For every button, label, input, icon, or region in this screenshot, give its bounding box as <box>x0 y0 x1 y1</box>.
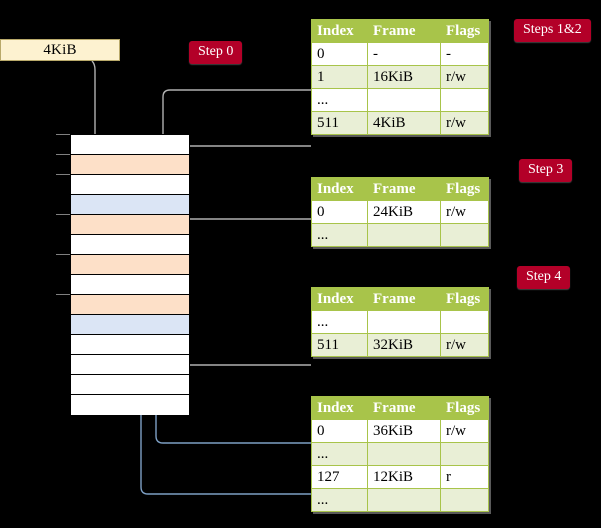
cell-index: 0 <box>311 419 368 443</box>
cell-frame <box>367 488 441 512</box>
memory-row-tick <box>56 294 70 295</box>
table-row: ... <box>311 488 489 512</box>
col-header-index: Index <box>311 396 368 420</box>
cell-flags: - <box>440 42 489 66</box>
cell-flags <box>440 488 489 512</box>
col-header-index: Index <box>311 177 368 201</box>
wire-t2r0-to-grid <box>173 218 311 276</box>
memory-row-tick <box>56 214 70 215</box>
cell-frame: 24KiB <box>367 200 441 224</box>
col-header-flags: Flags <box>440 287 489 311</box>
badge-step-3-label: Step 3 <box>519 159 573 182</box>
cell-frame: 36KiB <box>367 419 441 443</box>
table-row: 0-- <box>311 42 489 66</box>
col-header-index: Index <box>311 287 368 311</box>
table-row: ... <box>311 442 489 466</box>
cell-frame: 4KiB <box>367 111 441 135</box>
col-header-flags: Flags <box>440 396 489 420</box>
cell-flags: r/w <box>440 65 489 89</box>
memory-frame-row <box>71 195 189 215</box>
col-header-frame: Frame <box>367 19 441 43</box>
cell-frame <box>367 310 441 334</box>
cell-flags <box>440 223 489 247</box>
cell-index: 511 <box>311 111 368 135</box>
cell-index: 511 <box>311 333 368 357</box>
cell-index: 0 <box>311 42 368 66</box>
col-header-frame: Frame <box>367 287 441 311</box>
cell-frame <box>367 442 441 466</box>
cell-frame: 12KiB <box>367 465 441 489</box>
memory-frame-row <box>71 295 189 315</box>
memory-row-tick <box>56 254 70 255</box>
memory-row-tick <box>56 134 70 135</box>
cell-flags: r/w <box>440 333 489 357</box>
badge-steps-1-2-label: Steps 1&2 <box>514 19 591 42</box>
memory-frame-row <box>71 175 189 195</box>
cell-index: ... <box>311 488 368 512</box>
cell-index: 1 <box>311 65 368 89</box>
cell-flags: r/w <box>440 111 489 135</box>
cell-flags <box>440 88 489 112</box>
memory-frame-row <box>71 355 189 375</box>
cell-index: ... <box>311 223 368 247</box>
cell-frame: 32KiB <box>367 333 441 357</box>
cell-frame: 16KiB <box>367 65 441 89</box>
memory-frame-row <box>71 335 189 355</box>
cell-flags <box>440 310 489 334</box>
cell-index: ... <box>311 310 368 334</box>
memory-frame-row <box>71 395 189 415</box>
memory-frame-row <box>71 155 189 175</box>
result-frame-label: 4KiB <box>43 41 77 58</box>
col-header-flags: Flags <box>440 177 489 201</box>
memory-frame-row <box>71 315 189 335</box>
memory-frame-row <box>71 275 189 295</box>
col-header-frame: Frame <box>367 396 441 420</box>
badge-step-4: Step 4 <box>517 266 571 289</box>
physical-memory-grid <box>70 134 190 415</box>
badge-steps-1-2: Steps 1&2 <box>514 19 591 42</box>
cell-frame <box>367 88 441 112</box>
cell-frame <box>367 223 441 247</box>
badge-step-0: Step 0 <box>189 41 243 64</box>
col-header-flags: Flags <box>440 19 489 43</box>
cell-index: ... <box>311 442 368 466</box>
badge-step-0-label: Step 0 <box>189 41 243 64</box>
wire-t1r511-to-grid <box>173 145 311 256</box>
cell-frame: - <box>367 42 441 66</box>
memory-frame-row <box>71 255 189 275</box>
memory-frame-row <box>71 235 189 255</box>
cell-flags: r/w <box>440 419 489 443</box>
cell-flags: r/w <box>440 200 489 224</box>
cell-flags: r <box>440 465 489 489</box>
col-header-index: Index <box>311 19 368 43</box>
cell-flags <box>440 442 489 466</box>
cell-index: ... <box>311 88 368 112</box>
memory-frame-row <box>71 375 189 395</box>
memory-frame-row <box>71 135 189 155</box>
cell-index: 0 <box>311 200 368 224</box>
memory-frame-row <box>71 215 189 235</box>
col-header-frame: Frame <box>367 177 441 201</box>
badge-step-3: Step 3 <box>519 159 573 182</box>
badge-step-4-label: Step 4 <box>517 266 571 289</box>
result-frame-box: 4KiB <box>0 39 120 61</box>
cell-index: 127 <box>311 465 368 489</box>
memory-row-tick <box>56 154 70 155</box>
table-row: ... <box>311 310 489 334</box>
memory-row-tick <box>56 174 70 175</box>
table-row: ... <box>311 223 489 247</box>
table-row: ... <box>311 88 489 112</box>
